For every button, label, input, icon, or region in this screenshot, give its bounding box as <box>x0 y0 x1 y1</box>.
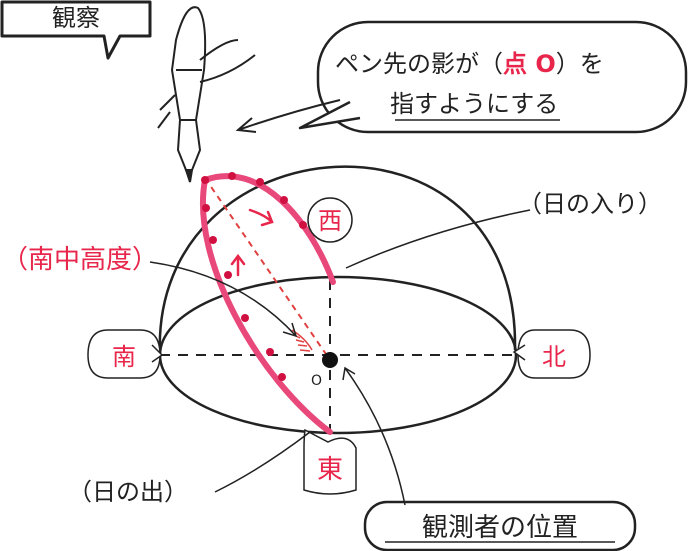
north-label: 北 <box>512 329 591 379</box>
title-box: 観察 <box>0 0 152 60</box>
east-label: 東 <box>303 428 357 495</box>
dome-outline <box>158 165 517 356</box>
observer-point: O <box>311 352 338 389</box>
svg-text:東: 東 <box>317 455 343 485</box>
path-direction-arrows <box>230 208 274 277</box>
west-label: 西 <box>307 197 353 243</box>
callout-line1: ペン先の影が（点 O）を <box>335 50 604 78</box>
svg-text:（日の入り）: （日の入り） <box>518 190 662 218</box>
svg-text:北: 北 <box>542 343 566 371</box>
observer-label: 観測者の位置 <box>342 366 637 551</box>
sunset-label: （日の入り） <box>345 190 662 269</box>
svg-text:（南中高度）: （南中高度） <box>2 245 158 275</box>
point-o-label: O <box>311 373 322 389</box>
pen-icon <box>157 6 256 183</box>
south-label: 南 <box>87 329 164 379</box>
svg-text:西: 西 <box>318 207 342 235</box>
altitude-label: （南中高度） <box>2 245 298 338</box>
sun-path <box>200 172 336 435</box>
sunrise-label: （日の出） <box>68 431 311 506</box>
svg-text:観測者の位置: 観測者の位置 <box>422 513 578 543</box>
callout-bubble: ペン先の影が（点 O）を 指すようにする <box>298 20 688 134</box>
shadow-line <box>204 177 331 361</box>
svg-text:南: 南 <box>112 343 136 371</box>
horizon-ellipse <box>158 275 518 435</box>
pen-pointer-arrow <box>235 99 341 133</box>
svg-text:（日の出）: （日の出） <box>68 478 188 506</box>
title-text: 観察 <box>52 4 100 32</box>
callout-line2: 指すようにする <box>390 90 558 118</box>
dashed-axes <box>160 280 515 432</box>
